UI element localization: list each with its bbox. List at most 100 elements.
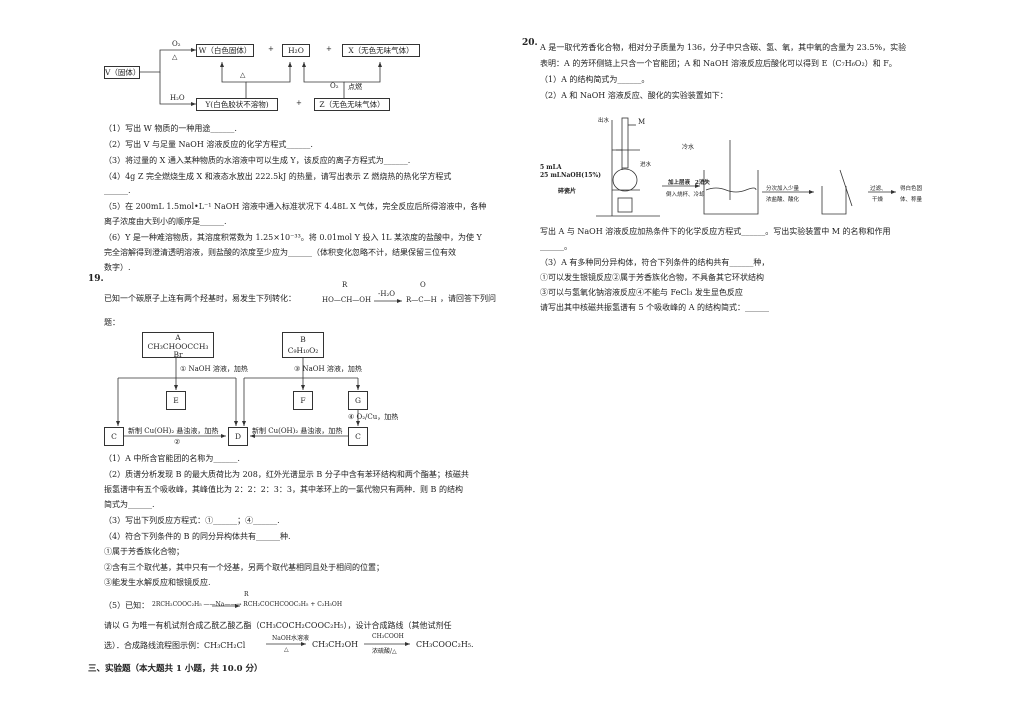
q19-box-g: G [348, 391, 368, 410]
q19-step-4: ④ O₂/Cu，加热 [348, 413, 399, 421]
q19-item-4: （4）符合下列条件的 B 的同分异构体共有______种. [104, 532, 291, 541]
q18-plus-2: + [326, 45, 332, 53]
q19-box-a-line3: Br [173, 350, 183, 359]
q19-box-a-line2: CH₃CHOOCCH₃ [147, 341, 209, 351]
q19-step-d: 新制 Cu(OH)₂ 悬浊液，加热 [252, 427, 343, 435]
q20-item-1: A 是一取代芳香化合物，相对分子质量为 136，分子中只含碳、氢、氧，其中氧的含… [540, 43, 907, 52]
q19-box-a-line1: A [175, 333, 181, 342]
q20-item-5b: ③可以与氢氧化钠溶液反应④不能与 FeCl₃ 发生显色反应 [540, 288, 743, 297]
q18-delta-mid: △ [240, 71, 246, 79]
q19-box-d: D [228, 427, 248, 446]
q19-flow-arrow2b: 浓硫酸/△ [372, 648, 397, 655]
q19-intro: 已知一个碳原子上连有两个羟基时，易发生下列转化： [104, 294, 296, 303]
q19-reaction-r: R [342, 281, 348, 289]
q19-item-2b: 振氢谱中有五个吸收峰，其峰值比为 2：2：2：3：3，其中苯环上的一氯代物只有两… [104, 485, 463, 494]
q19-box-e: E [166, 391, 186, 410]
q18-item-2: （2）写出 V 与足量 NaOH 溶液反应的化学方程式______. [104, 140, 313, 149]
q18-item-4b: ______. [104, 186, 131, 195]
q19-box-c-right: C [348, 427, 368, 446]
q18-item-6c: 数字）. [104, 263, 131, 272]
q18-item-6: （6）Y 是一种难溶物质，其溶度积常数为 1.25×10⁻³³。将 0.01mo… [104, 233, 482, 242]
q18-item-4: （4）4g Z 完全燃烧生成 X 和液态水放出 222.5kJ 的热量，请写出表… [104, 172, 452, 181]
q19-item-5e: CH₃COOC₂H₅. [416, 640, 474, 649]
q18-o2-label: O₂ [172, 40, 181, 48]
q19-known-r: R [244, 591, 249, 598]
q18-item-3: （3）将过量的 X 通入某种物质的水溶液中可以生成 Y，该反应的离子方程式为__… [104, 156, 411, 165]
q19-flow-arrow2: CH₃COOH [372, 633, 404, 640]
q18-h2o-label: H₂O [170, 94, 185, 102]
q19-item-2: （2）质谱分析发现 B 的最大质荷比为 208，红外光谱显示 B 分子中含有苯环… [104, 470, 469, 479]
q19-reaction-left: HO—CH—OH [322, 296, 372, 304]
q20-app-reagent-1: 5 mLA [540, 164, 562, 171]
q18-ignite: 点燃 [348, 83, 362, 91]
q18-box-h2o: H₂O [282, 44, 310, 57]
q20-app-water-out: 出水 [598, 118, 610, 124]
q20-app-step-a2: 倒入烧杯、冷却 [666, 192, 705, 198]
q20-app-chips: 碎瓷片 [558, 188, 577, 195]
q18-plus-3: + [296, 99, 302, 107]
q19-reaction-arrow-label: -H₂O [378, 290, 396, 298]
q20-app-step-c2: 干燥 [872, 197, 884, 203]
q18-box-v: V（固体） [104, 66, 141, 79]
q19-item-5: （5）已知： [104, 601, 150, 610]
q18-box-z: Z（无色无味气体） [314, 98, 390, 111]
q19-known-reaction: 2RCH₂COOC₂H₅ ——Na——→ RCH₂COCHCOOC₂H₅ + C… [152, 601, 343, 608]
q20-app-cold-water: 冷水 [682, 144, 695, 151]
q20-app-product2: 体、称量 [900, 197, 923, 203]
q19-item-3: （3）写出下列反应方程式：①______；④______. [104, 516, 280, 525]
q20-app-step-b: 分次加入少量 [766, 186, 800, 192]
q18-box-y: Y(白色胶状不溶物) [196, 98, 278, 111]
q20-app-water-in: 进水 [640, 162, 652, 168]
q20-app-step-a: 加上层液 [668, 180, 691, 186]
q19-intro-2: 题： [104, 318, 120, 327]
q20-item-5: （3）A 有多种同分异构体，符合下列条件的结构共有______种， [540, 258, 770, 267]
q19-box-b-line2: C₉H₁₀O₂ [287, 346, 319, 355]
q19-step-2-num: ② [174, 438, 181, 446]
q19-reaction-right: R—C—H [406, 296, 437, 304]
q20-app-reagent-2: 25 mLNaOH(15%) [540, 172, 602, 179]
q20-app-separate: 2消失 [695, 180, 710, 186]
q20-item-5c: 请写出其中核磁共振氢谱有 5 个吸收峰的 A 的结构简式：______ [540, 303, 770, 312]
q19-box-b: B C₉H₁₀O₂ [282, 332, 324, 358]
q19-item-5c: 选）．合成路线流程图示例：CH₃CH₂Cl [104, 641, 246, 650]
q20-item-4: 写出 A 与 NaOH 溶液反应加热条件下的化学反应方程式______。写出实验… [540, 227, 891, 236]
q18-item-5b: 离子浓度由大到小的顺序是______. [104, 217, 227, 226]
q19-item-4c: ③能发生水解反应和银镜反应. [104, 578, 211, 587]
q19-item-5d: CH₃CH₂OH [312, 640, 359, 649]
q20-item-2: （1）A 的结构简式为______。 [540, 75, 650, 84]
q19-item-5b: 请以 G 为唯一有机试剂合成乙酰乙酸乙酯（CH₃COCH₂COOC₂H₅），设计… [104, 621, 452, 630]
section-3-heading: 三、实验题（本大题共 1 小题，共 10.0 分） [88, 664, 263, 674]
q19-box-a: A CH₃CHOOCCH₃ Br [142, 332, 214, 359]
q19-number: 19. [88, 274, 104, 284]
q19-intro-tail: ，请回答下列问 [440, 294, 496, 303]
q19-reaction-o: O [420, 281, 426, 289]
q19-step-3: ③ NaOH 溶液，加热 [294, 365, 362, 373]
q18-plus-1: + [268, 45, 274, 53]
q18-o2-ignite: O₂ [330, 82, 339, 90]
q19-step-1: ① NaOH 溶液，加热 [180, 365, 248, 373]
q19-item-4b: ②含有三个取代基，其中只有一个烃基，另两个取代基相同且处于相间的位置； [104, 563, 384, 572]
q19-box-c-left: C [104, 427, 124, 446]
q20-item-1b: 表明：A 的芳环侧链上只含一个官能团；A 和 NaOH 溶液反应后酸化可以得到 … [540, 59, 897, 68]
q20-item-5a: ①可以发生银镜反应②属于芳香族化合物，不具备其它环状结构 [540, 273, 764, 282]
q18-box-x: X（无色无味气体） [342, 44, 420, 57]
q20-item-3: （2）A 和 NaOH 溶液反应、酸化的实验装置如下： [540, 91, 728, 100]
q19-box-b-line1: B [300, 335, 306, 344]
q19-flow-delta1: △ [284, 646, 289, 653]
q20-app-product: 得白色固 [900, 186, 923, 192]
q19-item-1: （1）A 中所含官能团的名称为______. [104, 454, 240, 463]
q19-item-4a: ①属于芳香族化合物； [104, 547, 184, 556]
q20-item-4b: ______。 [540, 242, 572, 251]
q19-step-2: 新制 Cu(OH)₂ 悬浊液，加热 [128, 427, 219, 435]
q20-number: 20. [522, 38, 538, 48]
q18-item-5: （5）在 200mL 1.5mol•L⁻¹ NaOH 溶液中通入标准状况下 4.… [104, 202, 487, 211]
q18-item-6b: 完全溶解得到澄清透明溶液，则盐酸的浓度至少应为______（体积变化忽略不计，结… [104, 248, 456, 257]
q19-flow-arrow1: NaOH水溶液 [272, 635, 309, 642]
q19-box-f: F [293, 391, 313, 410]
q20-app-step-c: 过滤、 [870, 186, 887, 192]
q18-item-1: （1）写出 W 物质的一种用途______. [104, 124, 237, 133]
q18-delta-label: △ [172, 53, 178, 61]
q19-item-2c: 简式为______. [104, 500, 155, 509]
